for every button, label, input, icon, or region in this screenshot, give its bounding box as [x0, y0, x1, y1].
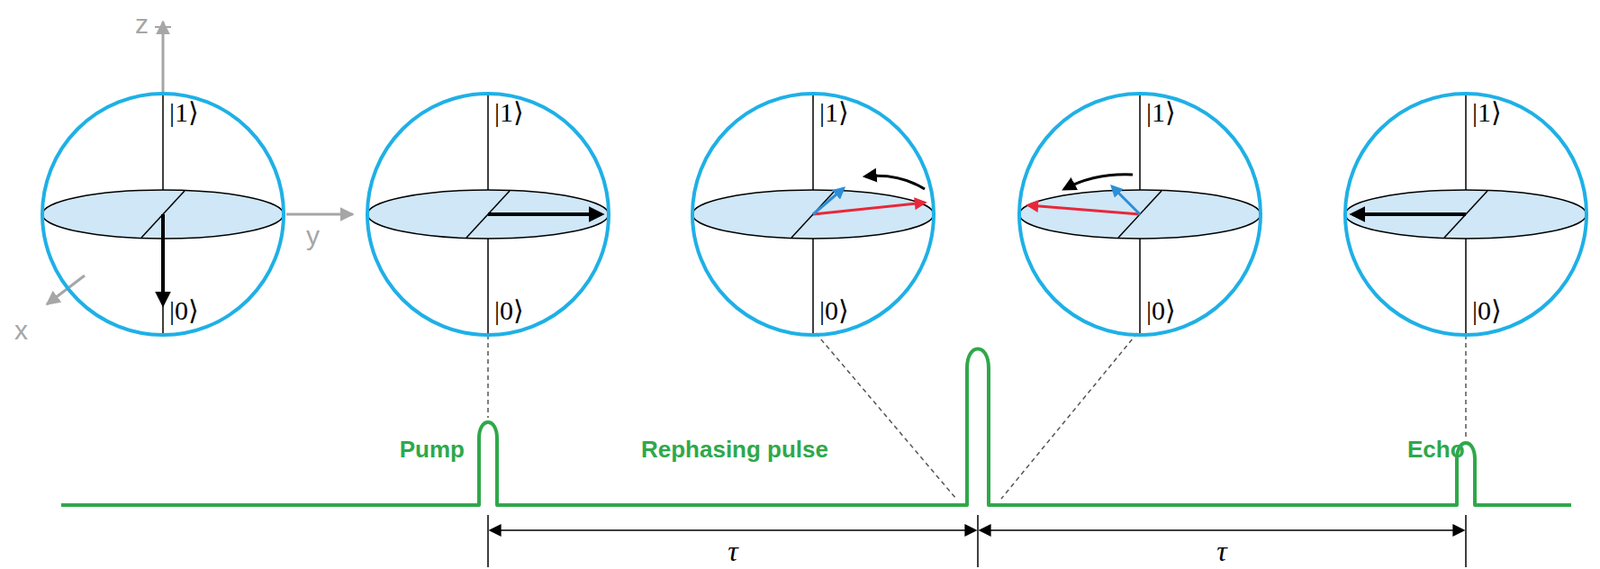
axis-label: y — [306, 222, 320, 250]
leader-line — [1464, 334, 1467, 439]
state-ket: |1⟩ — [1146, 99, 1176, 127]
sphere-outline — [36, 88, 290, 341]
interval-tick — [976, 515, 979, 568]
equator-plane — [1345, 189, 1587, 239]
state-ket: |1⟩ — [1472, 99, 1502, 127]
axis-label: z — [135, 10, 149, 38]
state-ket: |0⟩ — [1472, 297, 1502, 325]
axis-label: x — [14, 316, 28, 344]
state-vector — [813, 202, 925, 215]
sphere-outline — [361, 88, 615, 341]
interval-arrow — [979, 529, 1465, 532]
interval-tick — [1464, 515, 1467, 568]
state-vector — [161, 214, 165, 305]
state-vector — [813, 188, 844, 215]
precession-arrow — [865, 175, 925, 190]
pulse-label: Pump — [399, 437, 465, 462]
precession-arrow — [1064, 174, 1133, 190]
state-vector — [1028, 205, 1140, 215]
interval-tick — [487, 515, 489, 568]
interval-label: τ — [727, 536, 738, 566]
bloch-sphere: |1⟩ |0⟩ — [1339, 88, 1592, 341]
z-axis-tick — [154, 26, 172, 28]
leader-line — [487, 334, 489, 418]
leader-line — [1001, 333, 1138, 499]
pulse-label: Rephasing pulse — [641, 437, 829, 462]
state-ket: |0⟩ — [169, 297, 199, 325]
state-ket: |1⟩ — [169, 99, 199, 127]
y-axis-arrow — [286, 213, 353, 217]
sphere-outline — [687, 88, 940, 341]
state-vector — [488, 212, 602, 217]
state-ket: |0⟩ — [819, 297, 850, 325]
sphere-circle — [1345, 93, 1587, 335]
equator-plane — [367, 189, 609, 239]
sphere-circle — [692, 93, 934, 335]
state-ket: |0⟩ — [494, 297, 525, 325]
sphere-outline — [1013, 88, 1266, 341]
bloch-sphere: |1⟩ |0⟩ — [1013, 88, 1266, 341]
sphere-circle — [42, 93, 284, 335]
state-ket: |0⟩ — [1146, 297, 1176, 325]
state-vector — [1352, 212, 1466, 217]
bloch-sphere: |1⟩ |0⟩ — [687, 88, 940, 341]
state-vector — [1111, 186, 1140, 215]
sphere-outline — [1339, 88, 1592, 341]
state-ket: |1⟩ — [819, 99, 850, 127]
leader-line — [815, 333, 957, 499]
bloch-sphere: |1⟩ |0⟩ — [361, 88, 615, 341]
interval-arrow — [489, 529, 977, 532]
interval-label: τ — [1216, 536, 1227, 566]
bloch-sphere: |1⟩ |0⟩ — [36, 88, 290, 341]
sphere-circle — [1019, 93, 1261, 335]
z-axis-line — [162, 93, 164, 335]
pulse-train — [61, 348, 1572, 506]
z-axis-arrow — [162, 21, 165, 92]
state-ket: |1⟩ — [494, 99, 525, 127]
pulse-label: Echo — [1407, 437, 1465, 462]
sphere-circle — [367, 93, 609, 335]
